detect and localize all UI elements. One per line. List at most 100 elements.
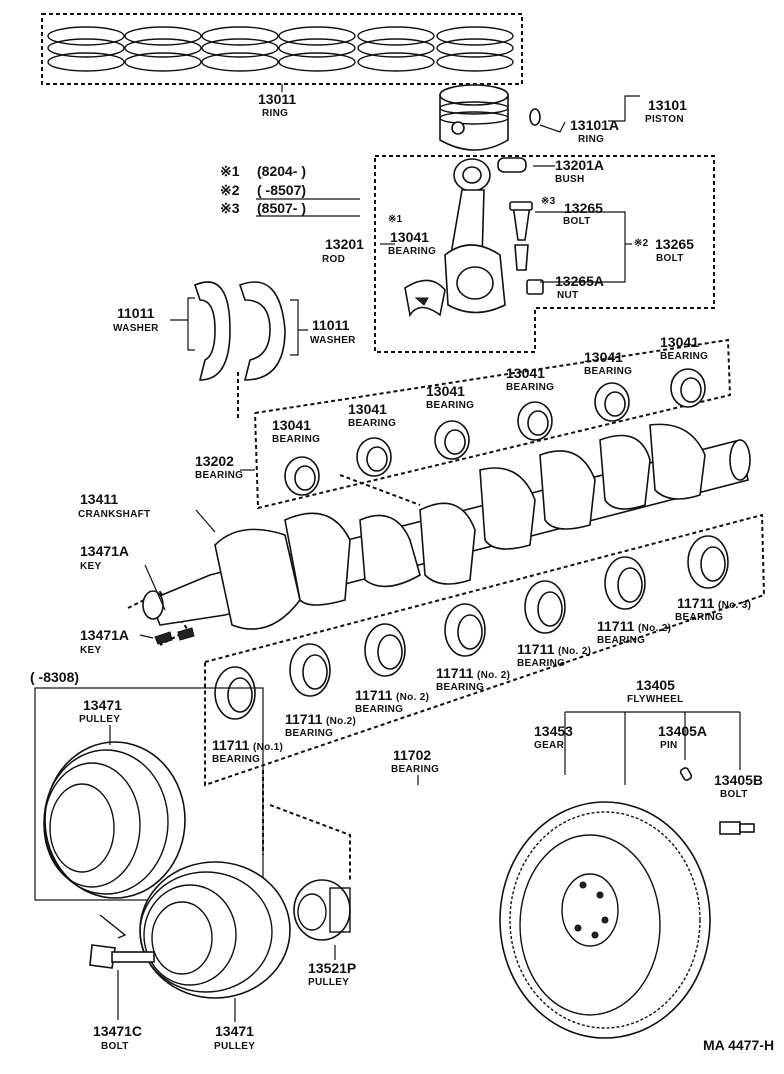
svg-text:11711: 11711 [212,737,250,753]
callout-main-bearing-no2-b[interactable]: 11711(No. 2)BEARING [517,641,591,669]
svg-text:13471: 13471 [83,697,122,713]
callout-main-bearing-no2-a[interactable]: 11711(No. 2)BEARING [597,618,671,646]
svg-text:WASHER: WASHER [113,323,159,334]
main-bearings-row[interactable] [214,535,729,785]
bearing-shell-icon [364,623,406,677]
svg-text:PULLEY: PULLEY [214,1041,255,1052]
bearing-shell-icon [214,666,256,720]
svg-text:11711: 11711 [285,711,323,727]
svg-text:13471A: 13471A [80,543,129,559]
note-range-1: (8204- ) [257,163,306,179]
callout-key-1[interactable]: 13471A KEY [80,543,129,572]
svg-text:11011: 11011 [312,317,350,333]
svg-text:WASHER: WASHER [310,335,356,346]
callout-main-bearing-no2-d[interactable]: 11711(No. 2)BEARING [355,687,429,715]
svg-text:FLYWHEEL: FLYWHEEL [627,694,683,705]
svg-text:13041: 13041 [272,417,311,433]
crank-pulley-new-drawing[interactable] [89,861,291,1022]
callout-main-bearing-no2-e[interactable]: 11711(No.2)BEARING [285,711,356,739]
bearing-shell-icon [517,401,553,441]
svg-text:13471A: 13471A [80,627,129,643]
svg-text:PIN: PIN [660,740,678,751]
svg-text:CRANKSHAFT: CRANKSHAFT [78,509,150,520]
svg-text:11711: 11711 [517,641,555,657]
svg-text:KEY: KEY [80,645,101,656]
bearing-shell-icon [356,437,392,477]
svg-text:(No. 2): (No. 2) [396,692,429,703]
svg-text:BEARING: BEARING [660,351,708,362]
crank-keys[interactable] [139,564,195,645]
svg-text:13202: 13202 [195,453,234,469]
svg-text:13265: 13265 [655,236,694,252]
bearing-shell-icon [594,382,630,422]
svg-text:BEARING: BEARING [285,728,333,739]
pulley-range-note: ( -8308) [30,669,79,685]
flywheel-drawing[interactable] [499,711,755,1039]
svg-text:13201: 13201 [325,236,364,252]
svg-text:13041: 13041 [506,365,545,381]
callout-main-bearing-no2-c[interactable]: 11711(No. 2)BEARING [436,665,510,693]
callout-main-bearing-no1[interactable]: 11711(No.1)BEARING [212,737,283,765]
svg-text:KEY: KEY [80,561,101,572]
svg-text:BEARING: BEARING [597,635,645,646]
svg-text:BOLT: BOLT [563,216,591,227]
svg-text:13471: 13471 [215,1023,254,1039]
svg-text:(No. 2): (No. 2) [558,646,591,657]
connecting-rod-drawing[interactable] [380,157,632,318]
svg-text:PULLEY: PULLEY [308,977,349,988]
svg-text:BEARING: BEARING [436,682,484,693]
bearing-shell-icon [444,603,486,657]
ring-icon [278,26,356,72]
ring-icon [47,26,125,72]
rod-bearings-row[interactable] [240,368,706,496]
timing-pulley-drawing[interactable] [293,879,351,960]
rod-bearing-box [254,338,732,510]
note-mark-3: ※3 [220,200,240,216]
svg-text:13405: 13405 [636,677,675,693]
svg-text:11711: 11711 [436,665,474,681]
svg-text:11011: 11011 [117,305,155,321]
svg-text:PISTON: PISTON [645,114,684,125]
svg-text:BEARING: BEARING [517,658,565,669]
svg-text:13041: 13041 [584,349,623,365]
piston-drawing[interactable] [439,84,640,151]
svg-text:RING: RING [262,108,288,119]
callout-main-bearing-no3[interactable]: 11711(No. 3)BEARING [675,595,751,623]
svg-text:13453: 13453 [534,723,573,739]
svg-text:BEARING: BEARING [195,470,243,481]
callout-key-2[interactable]: 13471A KEY [80,627,129,656]
thrust-washers[interactable] [170,281,308,381]
piston-ring-set[interactable] [47,26,514,92]
svg-text:13101: 13101 [648,97,687,113]
crankshaft-drawing[interactable] [142,423,751,630]
